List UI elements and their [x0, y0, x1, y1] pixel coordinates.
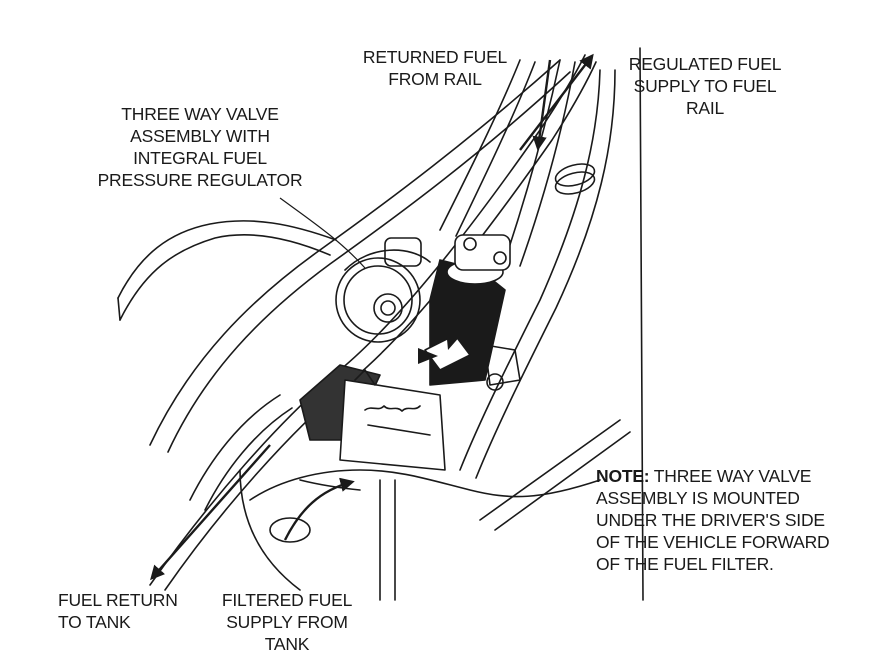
three-way-valve-leader — [279, 197, 366, 269]
note-line: OF THE VEHICLE FORWARD — [596, 532, 830, 552]
fuel-lines — [149, 54, 616, 591]
frame-rail — [117, 59, 571, 511]
label-three-way-valve: THREE WAY VALVE ASSEMBLY WITH INTEGRAL F… — [97, 104, 303, 190]
arrow-regulated-fuel — [519, 53, 594, 151]
label-filtered-fuel: FILTERED FUEL SUPPLY FROM TANK — [221, 590, 353, 654]
arrow-returned-fuel — [532, 59, 552, 151]
note-line: OF THE FUEL FILTER. — [596, 554, 774, 574]
note-prefix: NOTE: — [596, 466, 650, 486]
divider-line — [639, 47, 644, 601]
note-first-line: THREE WAY VALVE — [649, 466, 812, 486]
valve-flow-arrow — [445, 318, 462, 350]
arrow-filtered-fuel — [283, 477, 355, 541]
label-regulated-fuel: REGULATED FUEL SUPPLY TO FUEL RAIL — [628, 54, 782, 118]
electrical-connector — [299, 364, 446, 471]
arrow-fuel-return — [150, 444, 271, 581]
note-line: UNDER THE DRIVER'S SIDE — [596, 510, 825, 530]
note-block: NOTE: THREE WAY VALVE ASSEMBLY IS MOUNTE… — [596, 465, 866, 575]
label-fuel-return: FUEL RETURN TO TANK — [58, 590, 178, 632]
label-returned-fuel: RETURNED FUEL FROM RAIL — [362, 47, 508, 89]
fuel-canister — [424, 234, 521, 391]
valve-flow-arrow — [418, 348, 438, 364]
note-line: ASSEMBLY IS MOUNTED — [596, 488, 800, 508]
mounting-bracket — [239, 419, 631, 601]
hose-clamp — [554, 163, 596, 195]
three-way-valve — [335, 237, 431, 343]
